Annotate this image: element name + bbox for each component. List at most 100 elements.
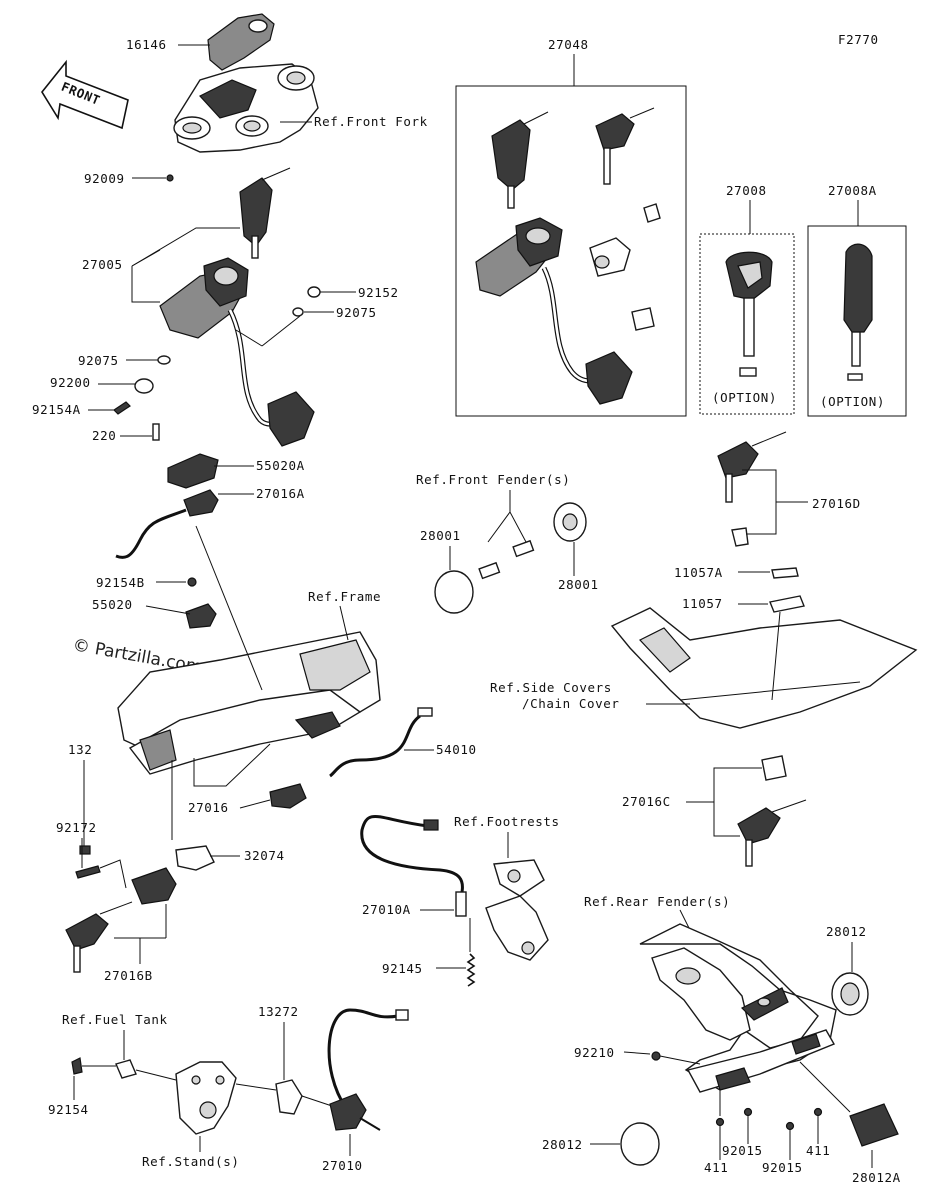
label-27005: 27005 (82, 257, 123, 272)
option-27008A-box (807, 225, 907, 417)
rear-fender-reference (639, 923, 837, 1093)
label-ref-footrests: Ref.Footrests (454, 814, 560, 829)
label-32074: 32074 (244, 848, 285, 863)
reflector-28012A[interactable] (849, 1103, 899, 1147)
ignition-switch-27005[interactable] (159, 257, 249, 339)
label-27016D: 27016D (812, 496, 861, 511)
label-27048: 27048 (548, 37, 589, 52)
side-stand-switch-27010[interactable] (329, 1093, 381, 1131)
label-ref-front-fork: Ref.Front Fork (314, 114, 428, 129)
clip-11057A[interactable] (771, 567, 799, 579)
washer-92015-left[interactable] (743, 1107, 753, 1117)
key-27008[interactable] (725, 251, 773, 377)
label-27016A: 27016A (256, 486, 305, 501)
bracket-55020[interactable] (185, 603, 217, 629)
bracket-32074[interactable] (175, 845, 215, 871)
meter-cover-16146[interactable] (207, 13, 275, 71)
grommet-pin-1[interactable] (478, 561, 501, 580)
upper-bracket[interactable] (173, 63, 319, 153)
key-27016C[interactable] (737, 799, 807, 867)
label-27016: 27016 (188, 800, 229, 815)
bolt-132[interactable] (79, 845, 91, 855)
key-27008A[interactable] (843, 243, 873, 381)
washer-92075-lower[interactable] (157, 355, 171, 365)
bolt-92154[interactable] (71, 1057, 83, 1075)
label-27016C: 27016C (622, 794, 671, 809)
cable-54010-end[interactable] (417, 707, 433, 717)
switch-27016B-body[interactable] (131, 867, 177, 905)
switch-connector[interactable] (267, 391, 315, 447)
kit-connector[interactable] (585, 351, 633, 405)
label-27008: 27008 (726, 183, 767, 198)
label-411-left: 411 (704, 1160, 728, 1175)
label-11057A: 11057A (674, 565, 723, 580)
plate-13272[interactable] (275, 1079, 303, 1115)
switch-27016A[interactable] (183, 489, 219, 517)
label-92015-left: 92015 (722, 1143, 763, 1158)
washer-92015-right[interactable] (785, 1121, 795, 1131)
cap-28012-lower[interactable] (620, 1122, 660, 1166)
label-92075-lower: 92075 (78, 353, 119, 368)
label-92200: 92200 (50, 375, 91, 390)
spring-92145[interactable] (466, 953, 476, 987)
label-ref-front-fender: Ref.Front Fender(s) (416, 472, 570, 487)
side-cover-reference (610, 607, 918, 729)
cable-connector-27010A[interactable] (423, 819, 439, 831)
ignition-key-27005[interactable] (239, 167, 291, 259)
label-ref-fuel-tank: Ref.Fuel Tank (62, 1012, 168, 1027)
key-27016D[interactable] (717, 431, 787, 503)
label-55020: 55020 (92, 597, 133, 612)
label-13272: 13272 (258, 1004, 299, 1019)
bolt-92009[interactable] (166, 174, 174, 182)
cap-28001-right[interactable] (553, 502, 587, 542)
kit-27048-box (455, 85, 687, 417)
bracket-55020A[interactable] (167, 453, 219, 489)
label-92145: 92145 (382, 961, 423, 976)
cap-28012-upper[interactable] (831, 972, 869, 1016)
label-28012-upper: 28012 (826, 924, 867, 939)
cap-28001-left[interactable] (434, 570, 474, 614)
label-411-right: 411 (806, 1143, 830, 1158)
connector-27010[interactable] (395, 1009, 409, 1021)
kit-ignition-switch[interactable] (475, 217, 563, 297)
switch-27010A[interactable] (455, 891, 467, 917)
lock-27016C[interactable] (761, 755, 787, 781)
spacer-92200[interactable] (134, 378, 154, 394)
label-28012-lower: 28012 (542, 1137, 583, 1152)
bolt-92154A[interactable] (113, 401, 131, 415)
label-27016B: 27016B (104, 968, 153, 983)
figure-code: F2770 (838, 32, 879, 47)
nut-411-right[interactable] (813, 1107, 823, 1117)
kit-key-2[interactable] (595, 107, 655, 185)
label-92154B: 92154B (96, 575, 145, 590)
label-28001-right: 28001 (558, 577, 599, 592)
kit-small-lock[interactable] (643, 203, 661, 223)
nut-411-left[interactable] (715, 1117, 725, 1127)
washer-92152[interactable] (307, 286, 321, 298)
label-92075-upper: 92075 (336, 305, 377, 320)
label-92210: 92210 (574, 1045, 615, 1060)
label-option-27008A: (OPTION) (820, 394, 885, 409)
label-28001-left: 28001 (420, 528, 461, 543)
bolt-220[interactable] (152, 423, 160, 441)
label-92172: 92172 (56, 820, 97, 835)
grommet-pin-2[interactable] (512, 539, 535, 558)
key-27016B[interactable] (65, 901, 133, 973)
nut-92210[interactable] (651, 1051, 661, 1061)
kit-small-cylinder[interactable] (631, 307, 655, 331)
bracket-fuel-tank[interactable] (115, 1059, 137, 1079)
bolt-92154B[interactable] (187, 577, 197, 587)
label-11057: 11057 (682, 596, 723, 611)
label-92154: 92154 (48, 1102, 89, 1117)
label-92009: 92009 (84, 171, 125, 186)
clip-11057[interactable] (769, 595, 805, 613)
kit-key-1[interactable] (491, 111, 549, 209)
label-132: 132 (68, 742, 92, 757)
bolt-92172[interactable] (75, 865, 101, 879)
lock-27016D[interactable] (731, 527, 749, 547)
washer-92075-upper[interactable] (292, 307, 304, 317)
label-27008A: 27008A (828, 183, 877, 198)
kit-lock-cylinder[interactable] (589, 237, 631, 277)
switch-27016[interactable] (269, 783, 307, 809)
